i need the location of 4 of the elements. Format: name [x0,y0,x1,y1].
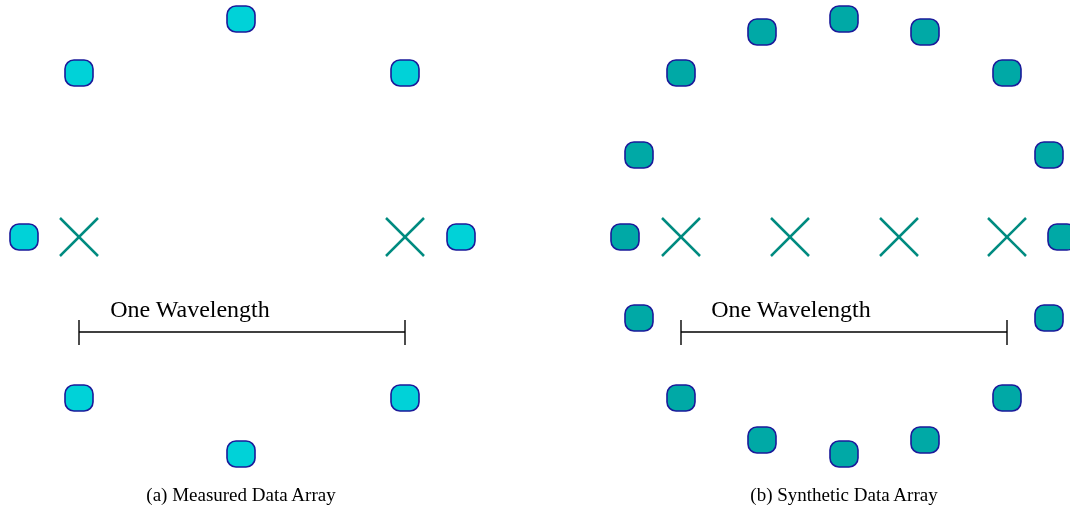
dimension-label: One Wavelength [110,296,270,323]
figure-caption: (a) Measured Data Array [146,484,336,506]
dimension-label: One Wavelength [711,296,871,323]
figure-caption: (b) Synthetic Data Array [750,484,938,506]
